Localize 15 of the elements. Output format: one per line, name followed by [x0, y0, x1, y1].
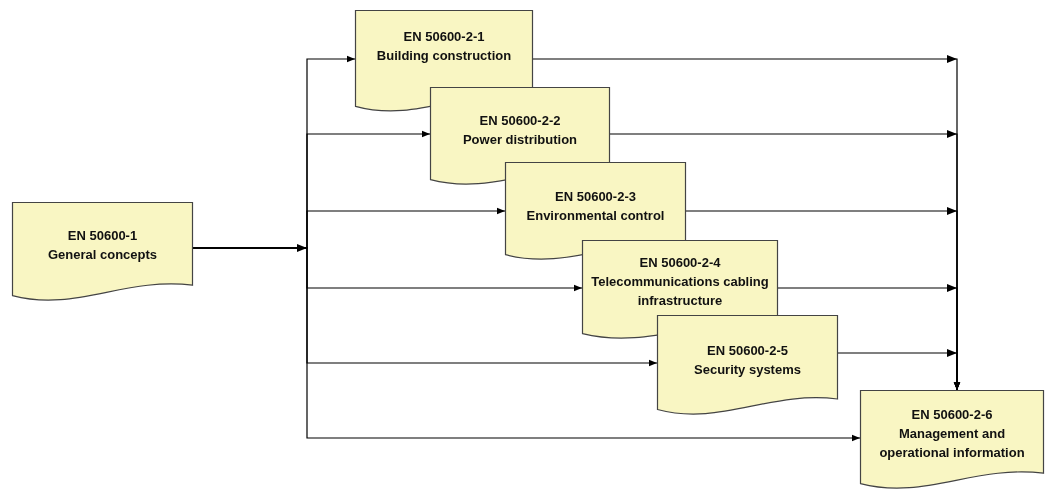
standard-title: Telecommunications cabling infrastructure — [590, 273, 770, 310]
standard-number: EN 50600-2-6 — [911, 406, 993, 424]
arrow — [837, 352, 961, 391]
standard-number: EN 50600-2-1 — [403, 28, 485, 46]
standard-title: General concepts — [47, 246, 158, 264]
standard-title: Building construction — [376, 47, 512, 65]
standard-number: EN 50600-2-5 — [707, 342, 788, 360]
standard-number: EN 50600-2-4 — [639, 254, 721, 272]
standard-title: Management and operational information — [878, 425, 1026, 462]
standard-number: EN 50600-2-2 — [479, 112, 561, 130]
standard-title: Power distribution — [462, 131, 578, 149]
standard-title: Environmental control — [526, 207, 665, 225]
standard-number: EN 50600-2-3 — [555, 188, 636, 206]
standard-title: Security systems — [694, 361, 801, 379]
standard-number: EN 50600-1 — [67, 227, 138, 245]
